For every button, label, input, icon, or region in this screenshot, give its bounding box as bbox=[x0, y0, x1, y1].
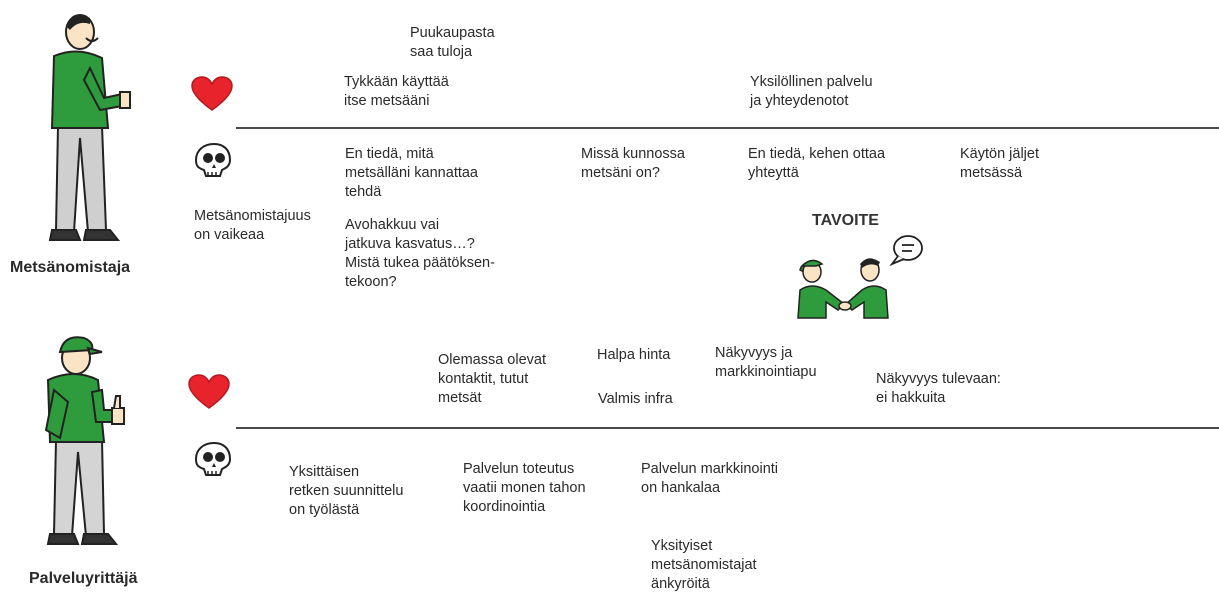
forest-owner-illustration bbox=[48, 14, 131, 241]
owner-like-own-use: Tykkään käyttää itse metsääni bbox=[344, 74, 449, 109]
handshake-illustration bbox=[797, 235, 923, 319]
owner-pain-usage-traces: Käytön jäljet metsässä bbox=[960, 146, 1039, 181]
entrepreneur-pain-coordination: Palvelun toteutus vaatii monen tahon koo… bbox=[463, 461, 586, 515]
goal-title: TAVOITE bbox=[812, 212, 879, 229]
owner-pain-forest-condition: Missä kunnossa metsäni on? bbox=[581, 146, 685, 181]
heart-icon bbox=[191, 76, 233, 111]
owner-divider bbox=[236, 127, 1219, 129]
entrepreneur-name: Palveluyrittäjä bbox=[29, 570, 138, 587]
entrepreneur-like-ready-infra: Valmis infra bbox=[598, 391, 673, 407]
forest-owner-name: Metsänomistaja bbox=[10, 259, 131, 276]
entrepreneur-illustration bbox=[44, 336, 125, 545]
entrepreneur-divider bbox=[236, 427, 1219, 429]
entrepreneur-like-visibility-marketing: Näkyvyys ja markkinointiapu bbox=[715, 345, 817, 380]
skull-icon bbox=[194, 441, 232, 476]
owner-pain-decision-support: Avohakkuu vai jatkuva kasvatus…? Mistä t… bbox=[345, 217, 495, 290]
skull-icon bbox=[194, 142, 232, 177]
entrepreneur-like-low-price: Halpa hinta bbox=[597, 347, 671, 363]
entrepreneur-pain-marketing-hard: Palvelun markkinointi on hankalaa bbox=[641, 461, 779, 496]
owner-pain-what-to-do: En tiedä, mitä metsälläni kannattaa tehd… bbox=[345, 146, 478, 200]
owner-pain-ownership-hard: Metsänomistajuus on vaikeaa bbox=[194, 208, 311, 243]
entrepreneur-pain-trip-planning: Yksittäisen retken suunnittelu on työläs… bbox=[289, 464, 404, 518]
owner-like-personal-service: Yksilöllinen palvelu ja yhteydenotot bbox=[750, 74, 873, 109]
entrepreneur-like-existing-contacts: Olemassa olevat kontaktit, tutut metsät bbox=[438, 352, 546, 406]
owner-pain-who-to-contact: En tiedä, kehen ottaa yhteyttä bbox=[748, 146, 886, 181]
entrepreneur-like-visibility-future: Näkyvyys tulevaan: ei hakkuita bbox=[876, 371, 1001, 406]
entrepreneur-pain-stubborn-owners: Yksityiset metsänomistajat änkyröitä bbox=[651, 538, 757, 592]
heart-icon bbox=[188, 374, 230, 409]
owner-like-timber-income: Puukaupasta saa tuloja bbox=[410, 25, 495, 60]
